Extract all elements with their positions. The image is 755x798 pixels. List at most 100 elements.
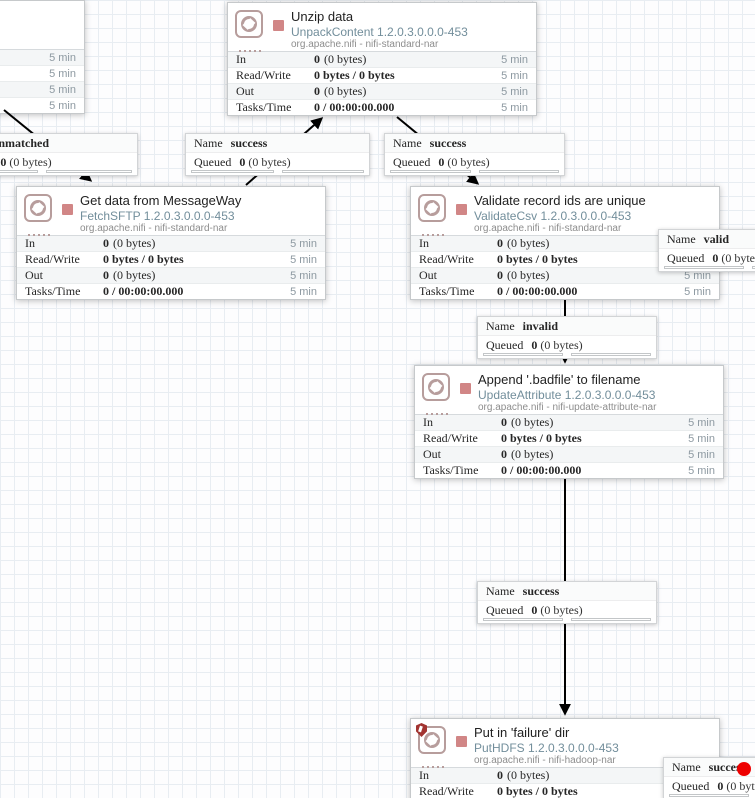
processor-header: Put in 'failure' dir PutHDFS 1.2.0.3.0.0…: [411, 719, 719, 768]
processor-icon: [24, 194, 52, 236]
processor-header: Unzip data UnpackContent 1.2.0.3.0.0.0-4…: [228, 3, 536, 52]
stat-period: 5 min: [49, 67, 76, 80]
connection-queued-count: 0: [712, 251, 719, 265]
refresh-ring-icon: [241, 16, 257, 32]
stat-row-out: Out 0(0 bytes) 5 min: [17, 267, 325, 283]
connection-queued-key: Queued: [486, 338, 524, 352]
stat-value: 0: [501, 447, 507, 461]
stat-value: 0: [497, 236, 503, 250]
stat-period: 5 min: [688, 464, 715, 477]
connection-queued-bytes: (0 bytes): [726, 779, 755, 793]
stat-label: Out: [419, 268, 437, 282]
processor-type: UpdateAttribute 1.2.0.3.0.0.0-453: [478, 388, 656, 402]
stamp-dots-icon: [422, 234, 444, 236]
processor-bundle: org.apache.nifi - nifi-standard-nar: [291, 39, 439, 50]
connection-queued-key: Queued: [667, 251, 705, 265]
processor-stats: In 0(0 bytes) 5 min Read/Write 0 bytes /…: [17, 235, 325, 299]
stat-label: Read/Write: [423, 431, 478, 445]
stat-label: Tasks/Time: [419, 284, 475, 298]
stopped-state-icon: [273, 20, 284, 31]
processor-unzip-data[interactable]: Unzip data UnpackContent 1.2.0.3.0.0.0-4…: [227, 2, 537, 116]
stat-row-readwrite: Read/Write 0 bytes / 0 bytes 5 min: [415, 430, 723, 446]
queue-size-bars: [478, 353, 656, 358]
stat-suffix: (0 bytes): [507, 268, 550, 282]
connection-name-key: Name: [393, 136, 422, 150]
processor-header: Get data from MessageWay FetchSFTP 1.2.0…: [17, 187, 325, 236]
connection-queued-bytes: (0 bytes): [248, 155, 291, 169]
connection-queued-key: Queued: [486, 603, 524, 617]
processor-header: Append '.badfile' to filename UpdateAttr…: [415, 366, 723, 415]
queue-size-bars: [478, 618, 656, 623]
stat-row-out: 5 min: [0, 81, 84, 97]
connection-queued-key: Queued: [393, 155, 431, 169]
stat-row-tasks: Tasks/Time 0 / 00:00:00.000 5 min: [411, 283, 719, 299]
connection-queued-key: Queued: [672, 779, 710, 793]
stat-period: 5 min: [290, 285, 317, 298]
stat-label: In: [423, 415, 433, 429]
connection-queued-bytes: (0 bytes): [721, 251, 755, 265]
connection-queued-bytes: (0 bytes): [9, 155, 52, 169]
stat-row-out: Out 0(0 bytes) 5 min: [411, 267, 719, 283]
stat-label: In: [419, 236, 429, 250]
stat-value: 0 / 00:00:00.000: [314, 100, 395, 114]
stat-label: Out: [236, 84, 254, 98]
stat-period: 5 min: [688, 416, 715, 429]
connection-queued-count: 0: [717, 779, 724, 793]
processor-header: Validate record ids are unique ValidateC…: [411, 187, 719, 236]
processor-icon: [416, 723, 446, 768]
processor-bundle: org.apache.nifi - nifi-update-attribute-…: [478, 402, 657, 413]
stat-value: 0: [314, 84, 320, 98]
connection-name-value: valid: [703, 232, 729, 246]
connection-queued-bytes: (0 bytes): [447, 155, 490, 169]
processor-icon: [418, 194, 446, 236]
processor-append-badfile[interactable]: Append '.badfile' to filename UpdateAttr…: [414, 365, 724, 479]
stat-value: 0 bytes / 0 bytes: [103, 252, 184, 266]
stat-suffix: (0 bytes): [113, 268, 156, 282]
stat-period: 5 min: [501, 85, 528, 98]
processor-title: Get data from MessageWay: [80, 193, 242, 208]
connection-label-valid[interactable]: Name valid Queued 0(0 bytes): [658, 229, 755, 272]
stat-suffix: (0 bytes): [511, 447, 554, 461]
stat-label: In: [419, 768, 429, 782]
processor-validate-record-ids[interactable]: Validate record ids are unique ValidateC…: [410, 186, 720, 300]
processor-stats: In 0(0 bytes) 5 min Read/Write 0 bytes /…: [228, 51, 536, 115]
connection-name-key: Name: [667, 232, 696, 246]
stat-period: 5 min: [501, 69, 528, 82]
processor-partial-left[interactable]: 5 min 5 min 5 min 5 min: [0, 0, 85, 114]
stat-value: 0: [497, 768, 503, 782]
stat-value: 0 bytes / 0 bytes: [497, 252, 578, 266]
stat-row-out: Out 0(0 bytes) 5 min: [415, 446, 723, 462]
stat-row-readwrite: Read/Write 0 bytes / 0 bytes 5 min: [228, 67, 536, 83]
stat-period: 5 min: [501, 53, 528, 66]
stat-label: Tasks/Time: [25, 284, 81, 298]
stat-label: In: [25, 236, 35, 250]
stat-row-readwrite: 5 min: [0, 65, 84, 81]
queue-size-bars: [385, 170, 564, 175]
connection-queued-bytes: (0 bytes): [540, 603, 583, 617]
stat-value: 0: [501, 415, 507, 429]
stopped-state-icon: [456, 736, 467, 747]
stat-period: 5 min: [501, 101, 528, 114]
queue-size-bars: [664, 794, 755, 798]
stat-label: Read/Write: [236, 68, 291, 82]
processor-icon: [235, 10, 263, 52]
stat-label: Out: [25, 268, 43, 282]
stat-label: Tasks/Time: [236, 100, 292, 114]
refresh-ring-icon: [424, 732, 440, 748]
stat-label: Tasks/Time: [423, 463, 479, 477]
processor-get-data-messageway[interactable]: Get data from MessageWay FetchSFTP 1.2.0…: [16, 186, 326, 300]
connection-name-value: success: [230, 136, 268, 150]
processor-type: ValidateCsv 1.2.0.3.0.0.0-453: [474, 209, 632, 223]
processor-icon: [422, 373, 450, 415]
processor-header: [0, 1, 84, 49]
processor-type: UnpackContent 1.2.0.3.0.0.0-453: [291, 25, 468, 39]
stat-period: 5 min: [49, 51, 76, 64]
processor-title: Append '.badfile' to filename: [478, 372, 641, 387]
